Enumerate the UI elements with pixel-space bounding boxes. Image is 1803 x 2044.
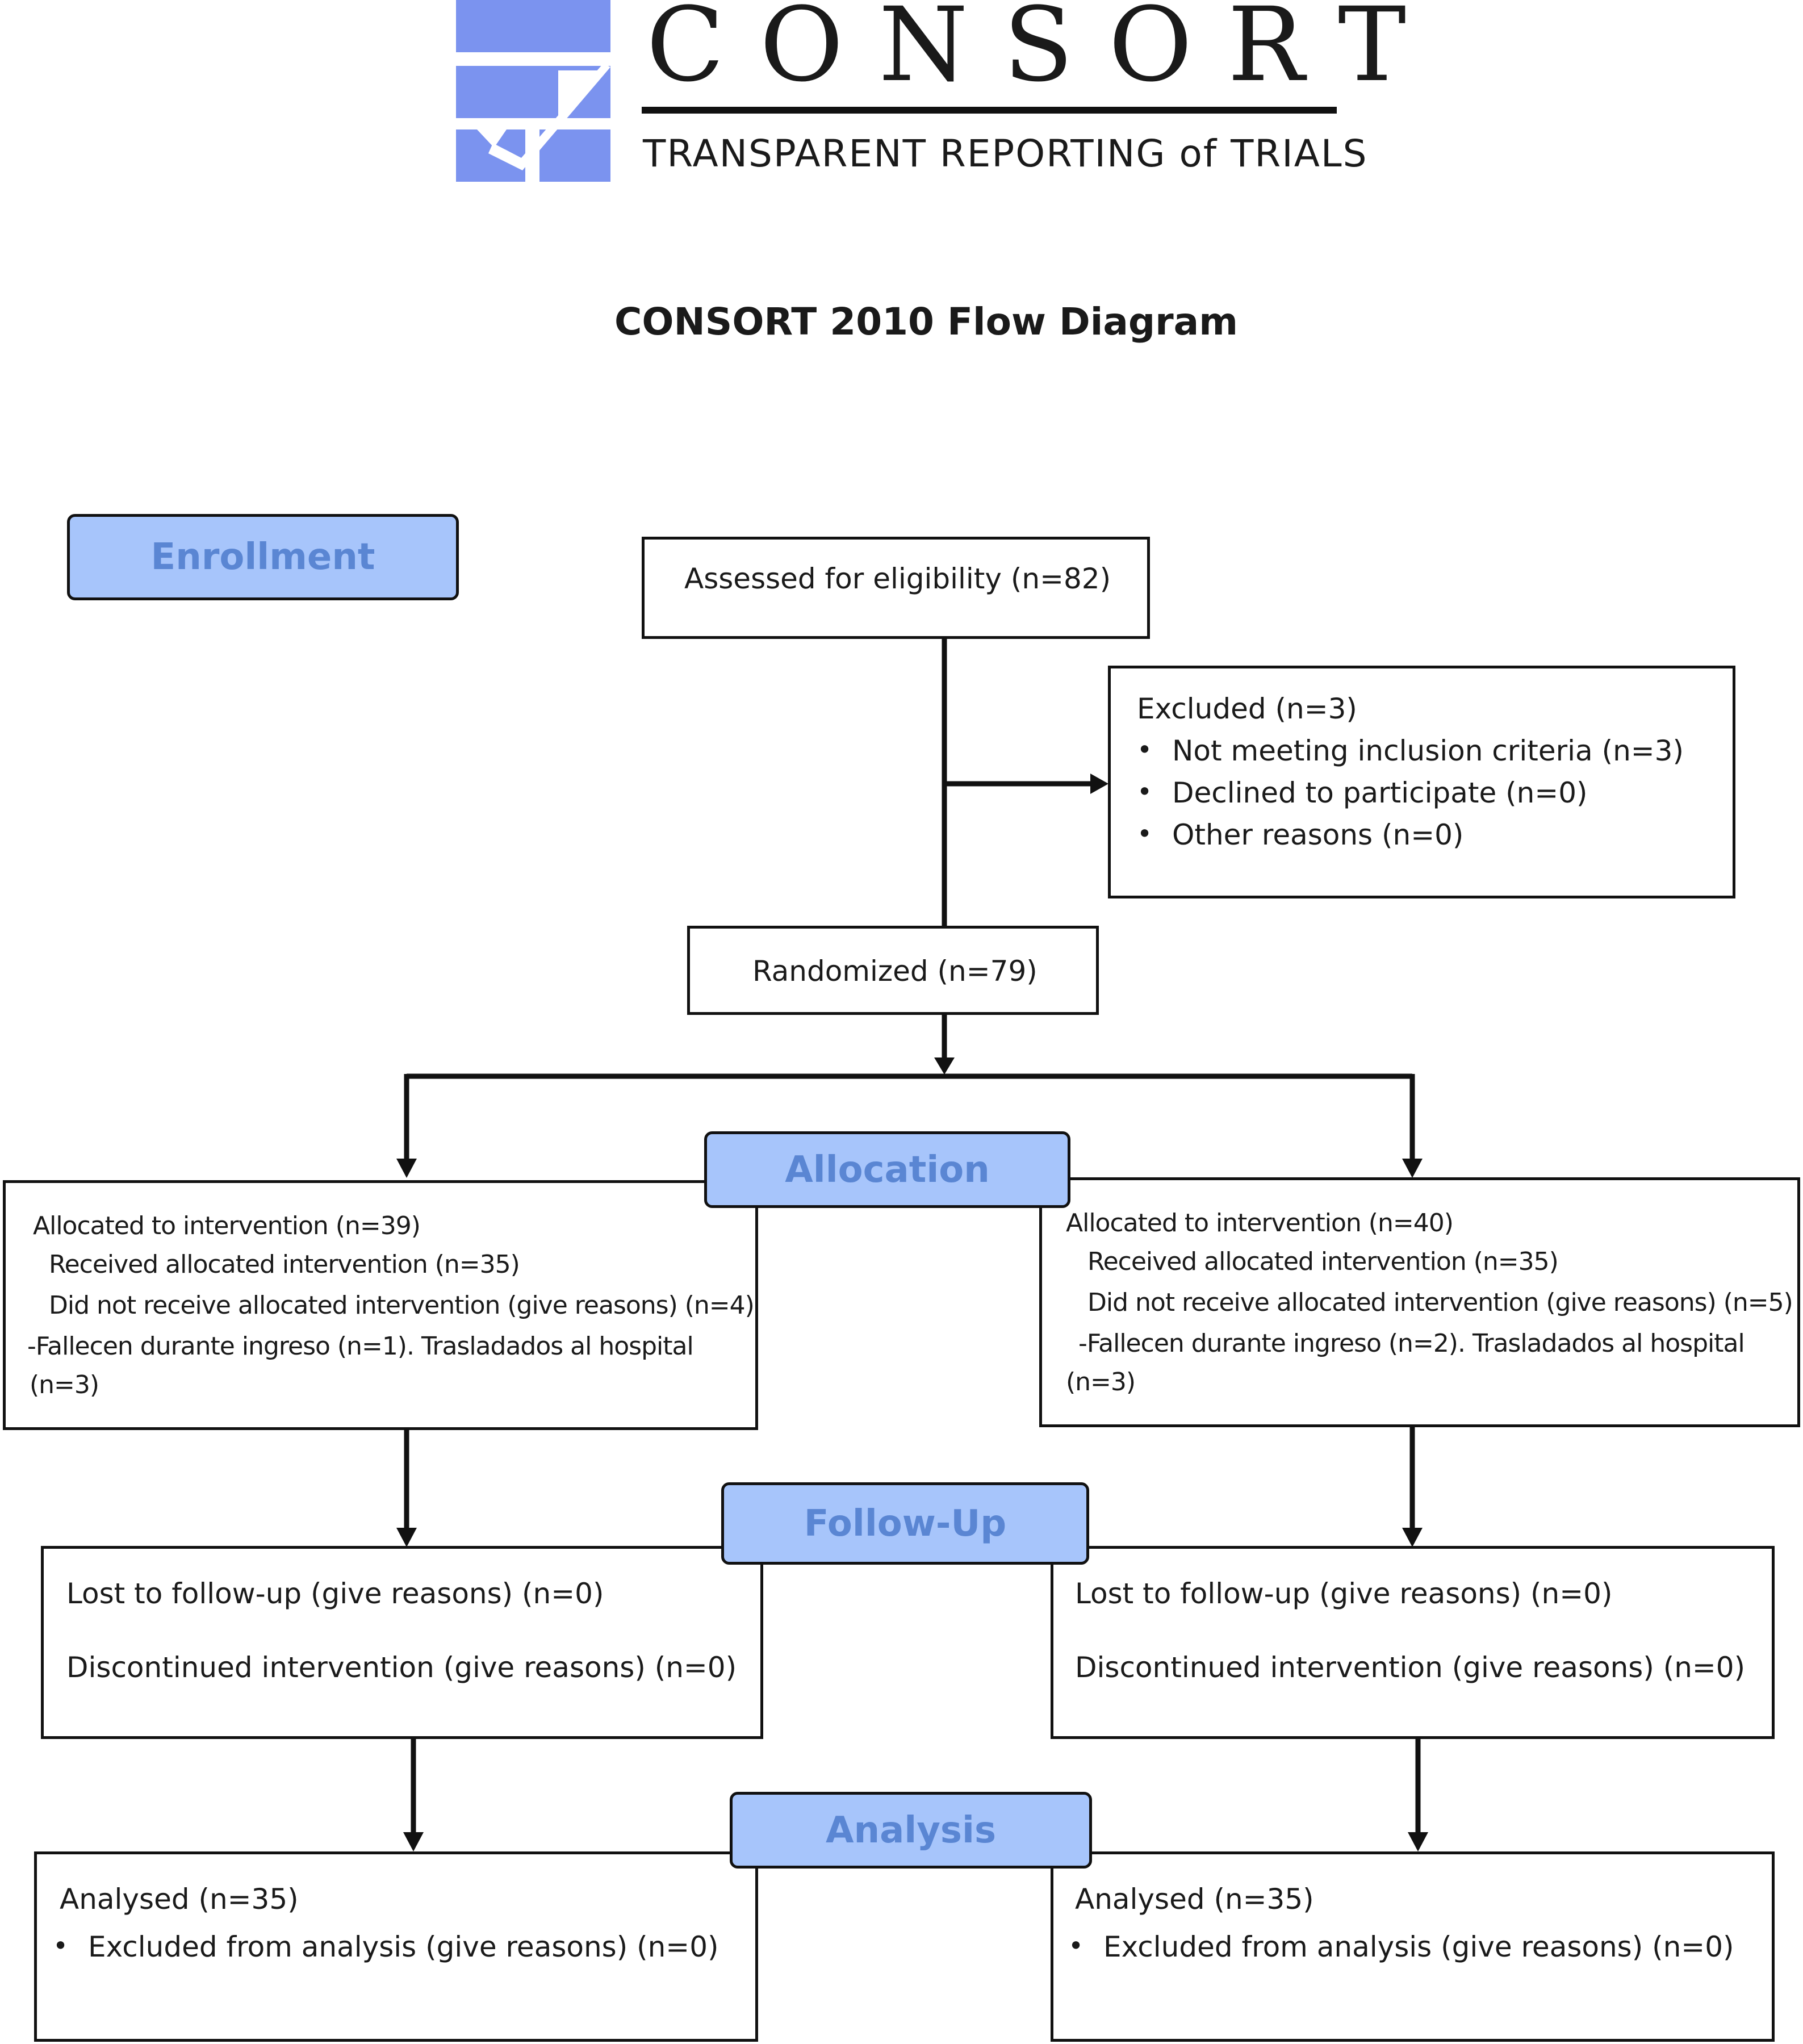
page-title: CONSORT 2010 Flow Diagram <box>614 300 1238 344</box>
followup-left-box: Lost to follow-up (give reasons) (n=0) D… <box>41 1546 763 1739</box>
alloc-left-allocated: Allocated to intervention (n=39) <box>33 1211 421 1240</box>
alloc-left-reason: -Fallecen durante ingreso (n=1). Traslad… <box>27 1332 694 1361</box>
stage-label-enrollment: Enrollment <box>67 514 459 600</box>
followup-left-discontinued: Discontinued intervention (give reasons)… <box>66 1651 737 1684</box>
stage-label-follow-up: Follow-Up <box>721 1482 1089 1565</box>
randomized-text: Randomized (n=79) <box>752 955 1038 988</box>
allocation-left-box: Allocated to intervention (n=39) Receive… <box>3 1180 758 1430</box>
assessed-text: Assessed for eligibility (n=82) <box>684 562 1111 595</box>
followup-left-lost: Lost to follow-up (give reasons) (n=0) <box>66 1577 604 1610</box>
followup-right-lost: Lost to follow-up (give reasons) (n=0) <box>1075 1577 1613 1610</box>
logo-rule <box>642 107 1337 114</box>
alloc-left-received: Received allocated intervention (n=35) <box>49 1250 520 1279</box>
consort-logo: CONSORT TRANSPARENT REPORTING of TRIALS <box>454 0 1406 187</box>
analysis-left-box: Analysed (n=35) Excluded from analysis (… <box>34 1851 758 2042</box>
excluded-title: Excluded (n=3) <box>1137 692 1357 725</box>
excluded-reason-1: Not meeting inclusion criteria (n=3) <box>1137 734 1684 767</box>
alloc-left-not-received: Did not receive allocated intervention (… <box>49 1291 755 1320</box>
alloc-right-reason-cont: (n=3) <box>1066 1368 1136 1397</box>
alloc-right-not-received: Did not receive allocated intervention (… <box>1087 1288 1793 1317</box>
alloc-right-allocated: Allocated to intervention (n=40) <box>1066 1209 1454 1238</box>
alloc-right-received: Received allocated intervention (n=35) <box>1087 1247 1559 1276</box>
excluded-reason-2: Declined to participate (n=0) <box>1137 776 1588 809</box>
alloc-right-reason: -Fallecen durante ingreso (n=2). Traslad… <box>1078 1329 1745 1358</box>
alloc-left-reason-cont: (n=3) <box>30 1370 99 1399</box>
excluded-reason-3: Other reasons (n=0) <box>1137 818 1463 851</box>
randomized-box: Randomized (n=79) <box>687 926 1099 1015</box>
followup-right-discontinued: Discontinued intervention (give reasons)… <box>1075 1651 1746 1684</box>
stage-label-analysis: Analysis <box>730 1792 1092 1869</box>
analysis-left-analysed: Analysed (n=35) <box>60 1883 299 1916</box>
consort-logo-mark-icon <box>456 0 610 182</box>
analysis-left-excluded: Excluded from analysis (give reasons) (n… <box>53 1930 719 1963</box>
allocation-right-box: Allocated to intervention (n=40) Receive… <box>1039 1177 1800 1427</box>
logo-wordmark: CONSORT <box>646 0 1442 105</box>
analysis-right-analysed: Analysed (n=35) <box>1075 1883 1314 1916</box>
analysis-right-box: Analysed (n=35) Excluded from analysis (… <box>1051 1851 1775 2042</box>
excluded-box: Excluded (n=3) Not meeting inclusion cri… <box>1108 666 1735 898</box>
stage-label-allocation: Allocation <box>704 1131 1070 1208</box>
followup-right-box: Lost to follow-up (give reasons) (n=0) D… <box>1051 1546 1775 1739</box>
assessed-box: Assessed for eligibility (n=82) <box>642 537 1150 639</box>
logo-tagline: TRANSPARENT REPORTING of TRIALS <box>643 132 1368 175</box>
analysis-right-excluded: Excluded from analysis (give reasons) (n… <box>1068 1930 1734 1963</box>
